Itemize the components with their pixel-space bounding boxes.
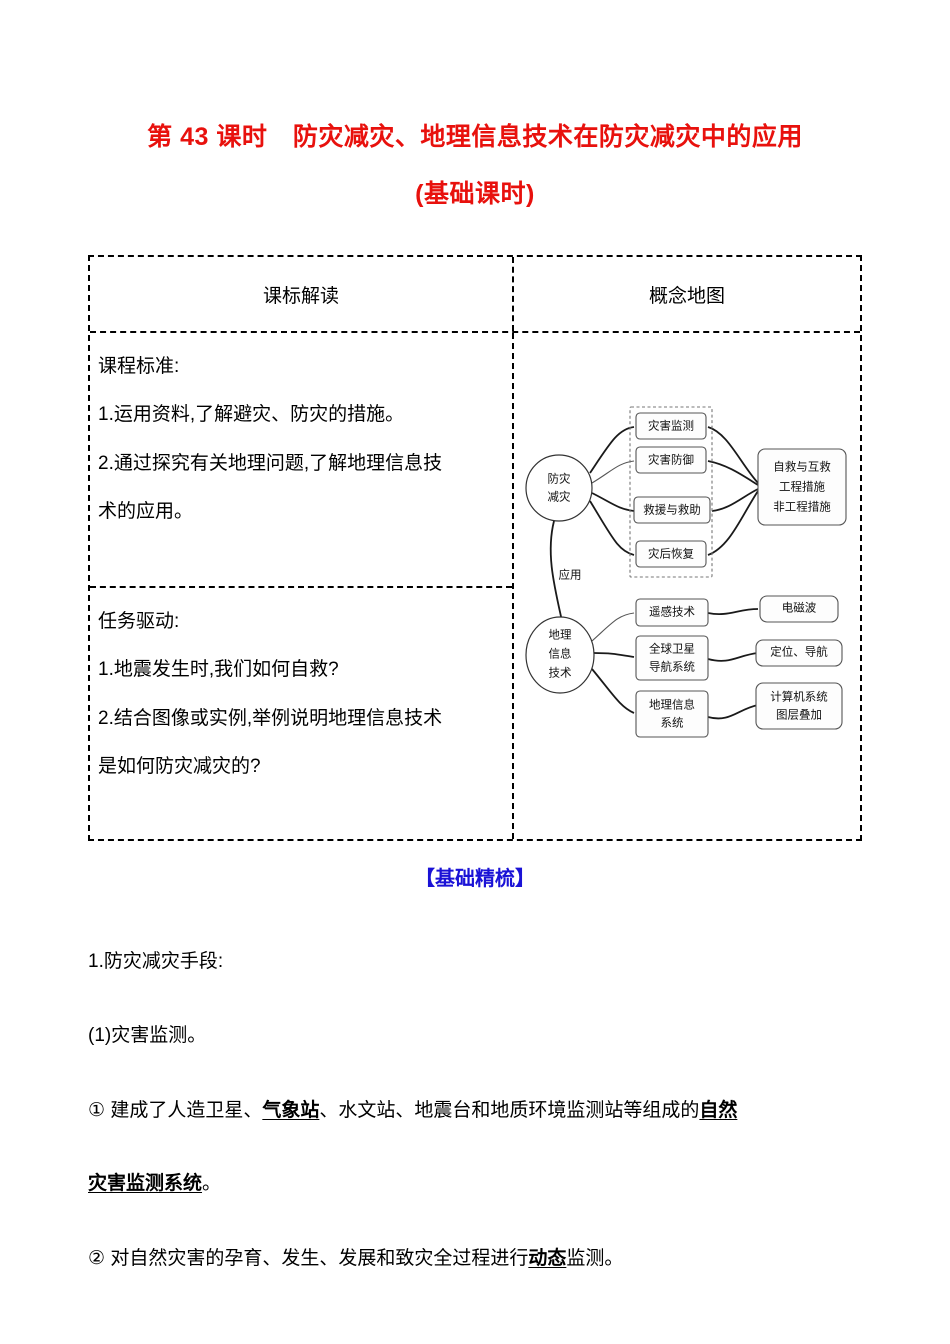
body-line-4-bold: 灾害监测系统 [88, 1173, 203, 1194]
section-heading: 【基础精梳】 [415, 868, 535, 890]
table-body-row: 课程标准: 1.运用资料,了解避灾、防灾的措施。 2.通过探究有关地理问题,了解… [90, 333, 860, 839]
task-driven-heading: 任务驱动: [98, 611, 180, 632]
node-geo-info-tech-line1: 地理 [549, 629, 572, 642]
curriculum-standard-heading: 课程标准: [98, 356, 180, 377]
table-cell-concept-map: 防灾 减灾 灾害监测 灾害防御 救援与救助 灾后恢复 自救与互救 [514, 333, 860, 839]
node-post-disaster-recovery-box [635, 540, 707, 568]
node-measures-outcome-line3: 非工程措施 [773, 500, 831, 514]
node-gis-box [635, 690, 709, 738]
node-disaster-monitoring-label: 灾害监测 [648, 419, 694, 433]
body-line-4: 灾害监测系统。 [88, 1147, 878, 1221]
node-positioning-navigation-box [755, 639, 843, 667]
node-gnss-label-line2: 导航系统 [649, 660, 695, 674]
node-geo-info-tech-line3: 技术 [549, 667, 572, 680]
node-positioning-navigation-label: 定位、导航 [770, 645, 828, 659]
curriculum-standard-item-2: 2.通过探究有关地理问题,了解地理信息技 [98, 452, 443, 474]
node-gnss-label-line1: 全球卫星 [649, 642, 695, 656]
body-content: 1.防灾减灾手段: (1)灾害监测。 ① 建成了人造卫星、气象站、水文站、地震台… [88, 925, 878, 1295]
task-driven-item-1: 1.地震发生时,我们如何自救? [98, 659, 339, 681]
body-line-5-bold1: 动态 [528, 1248, 567, 1269]
node-geo-info-tech-line2: 信息 [549, 647, 572, 661]
body-line-5: ② 对自然灾害的孕育、发生、发展和致灾全过程进行动态监测。 [88, 1221, 878, 1295]
body-line-5-seg1: 对自然灾害的孕育、发生、发展和致灾全过程进行 [105, 1248, 529, 1269]
link-root-to-rescue [591, 492, 635, 512]
link-git-to-rs [591, 612, 635, 642]
node-gis-label-line1: 地理信息 [649, 698, 695, 712]
table-header-right: 概念地图 [648, 285, 725, 307]
link-gnss-to-position [707, 652, 759, 662]
link-defense-to-outcome [707, 460, 759, 486]
node-remote-sensing-box [635, 598, 709, 627]
node-electromagnetic-wave-label: 电磁波 [782, 601, 817, 615]
page-title-line2: (基础课时) [415, 180, 535, 209]
link-root-to-monitor [589, 426, 635, 474]
task-driven-block: 任务驱动: 1.地震发生时,我们如何自救? 2.结合图像或实例,举例说明地理信息… [90, 588, 512, 839]
curriculum-standard-item-1: 1.运用资料,了解避灾、防灾的措施。 [98, 404, 405, 426]
node-rescue-and-aid-label: 救援与救助 [643, 503, 701, 517]
curriculum-standard-item-3: 术的应用。 [98, 501, 194, 523]
page-title-line1: 第 43 课时 防灾减灾、地理信息技术在防灾减灾中的应用 [147, 123, 803, 151]
task-driven-item-2: 2.结合图像或实例,举例说明地理信息技术 [98, 707, 443, 729]
link-git-to-gis [591, 668, 635, 714]
connector-label-application: 应用 [559, 568, 582, 582]
list-marker-2: ② [88, 1247, 106, 1269]
body-line-5-seg2: 监测。 [566, 1248, 624, 1269]
node-measures-outcome-line2: 工程措施 [779, 480, 825, 494]
node-measures-outcome-box [757, 448, 847, 526]
node-disaster-prevention-circle [525, 454, 593, 522]
link-gis-to-computer [707, 704, 759, 720]
list-marker-1: ① [88, 1099, 106, 1121]
node-measures-outcome-line1: 自救与互救 [773, 460, 831, 474]
link-git-to-gnss [593, 652, 635, 658]
body-line-1: 1.防灾减灾手段: [88, 951, 224, 972]
node-disaster-prevention-line2: 减灾 [548, 490, 571, 504]
node-disaster-prevention-line1: 防灾 [548, 472, 571, 486]
link-prevention-to-git [549, 520, 563, 622]
table-header-left: 课标解读 [90, 257, 514, 331]
node-gis-label-line2: 系统 [661, 717, 684, 730]
page-title: 第 43 课时 防灾减灾、地理信息技术在防灾减灾中的应用 (基础课时) [0, 122, 950, 211]
curriculum-standard-block: 课程标准: 1.运用资料,了解避灾、防灾的措施。 2.通过探究有关地理问题,了解… [90, 333, 512, 588]
body-line-2: (1)灾害监测。 [88, 1025, 207, 1046]
node-disaster-monitoring-box [635, 412, 707, 440]
body-line-3-bold2: 自然 [699, 1100, 738, 1121]
link-rescue-to-outcome [711, 488, 759, 512]
node-computer-overlay-box [755, 682, 843, 730]
link-root-to-defense [591, 460, 635, 484]
table-header-row: 课标解读 概念地图 [90, 257, 860, 333]
node-disaster-defense-box [635, 446, 707, 474]
node-remote-sensing-label: 遥感技术 [649, 605, 695, 619]
node-rescue-and-aid-box [633, 496, 711, 524]
body-line-3-seg2: 、水文站、地震台和地质环境监测站等组成的 [319, 1100, 700, 1121]
standards-table: 课标解读 概念地图 课程标准: 1.运用资料,了解避灾、防灾的措施。 2.通过探… [88, 255, 862, 841]
node-computer-overlay-line1: 计算机系统 [770, 690, 828, 704]
node-geo-info-tech-circle [525, 616, 595, 694]
node-computer-overlay-line2: 图层叠加 [776, 709, 822, 722]
concept-map-diagram: 防灾 减灾 灾害监测 灾害防御 救援与救助 灾后恢复 自救与互救 [514, 333, 860, 839]
body-line-3: ① 建成了人造卫星、气象站、水文站、地震台和地质环境监测站等组成的自然 [88, 1073, 878, 1147]
link-recovery-to-outcome [707, 490, 759, 556]
link-monitor-to-outcome [707, 426, 759, 484]
node-gnss-box [635, 635, 709, 681]
link-rs-to-em [707, 608, 759, 615]
task-driven-item-3: 是如何防灾减灾的? [98, 756, 261, 778]
table-cell-standards: 课程标准: 1.运用资料,了解避灾、防灾的措施。 2.通过探究有关地理问题,了解… [90, 333, 514, 839]
body-line-3-bold1: 气象站 [262, 1100, 320, 1121]
node-disaster-defense-label: 灾害防御 [648, 453, 694, 467]
node-post-disaster-recovery-label: 灾后恢复 [648, 547, 694, 561]
measures-group-outline [629, 406, 713, 578]
body-line-4-tail: 。 [202, 1173, 222, 1194]
node-electromagnetic-wave-box [759, 595, 839, 623]
body-line-3-seg1: 建成了人造卫星、 [105, 1100, 263, 1121]
